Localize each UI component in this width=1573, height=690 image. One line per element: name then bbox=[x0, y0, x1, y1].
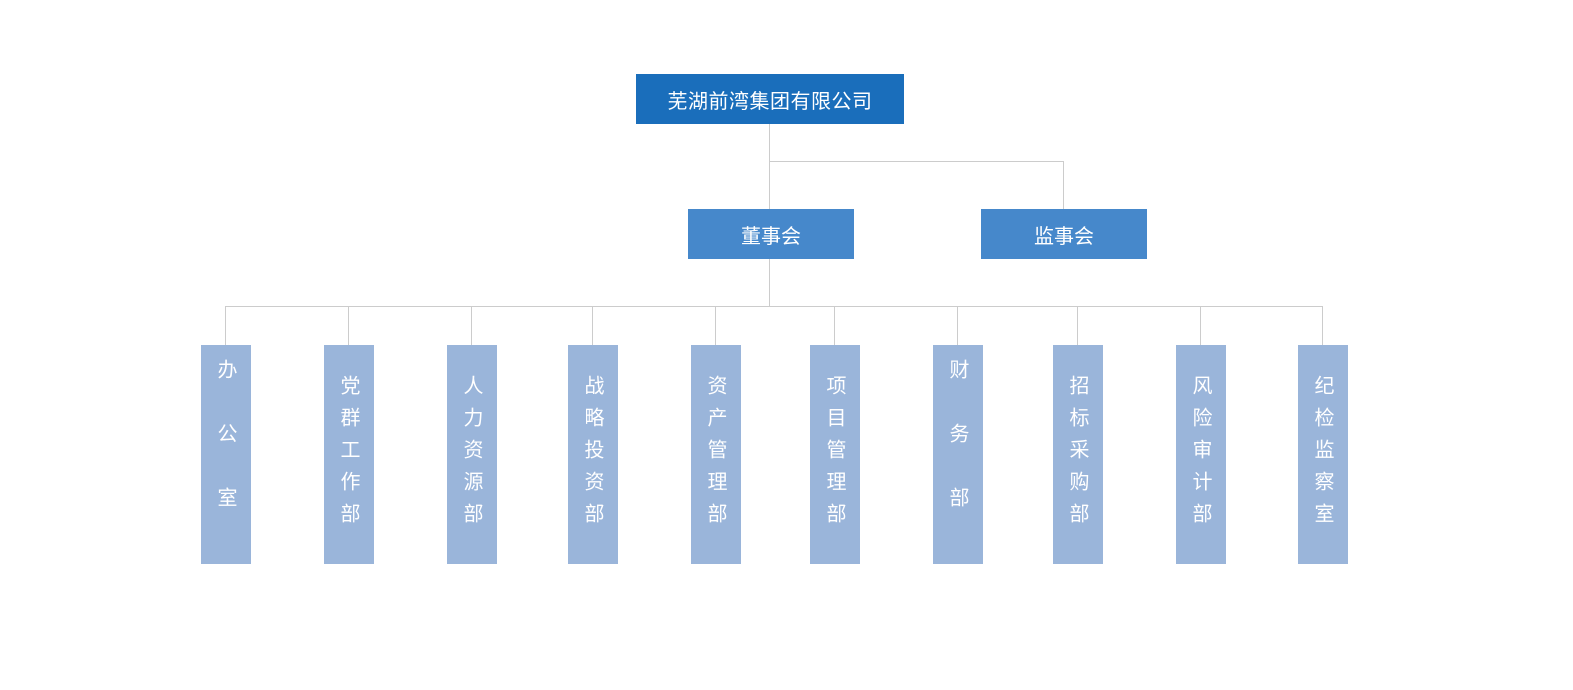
department-label-7: 招标采购部 bbox=[1066, 374, 1090, 535]
department-label-6: 财务部 bbox=[946, 358, 970, 551]
department-label-2: 人力资源部 bbox=[460, 374, 484, 535]
board-of-directors-label: 董事会 bbox=[741, 223, 801, 248]
connector-dept-4 bbox=[715, 306, 716, 345]
board-of-directors-node: 董事会 bbox=[688, 209, 854, 259]
department-label-1: 党群工作部 bbox=[337, 374, 361, 535]
connector-level2-horizontal bbox=[769, 161, 1064, 162]
department-label-8: 风险审计部 bbox=[1189, 374, 1213, 535]
department-label-3: 战略投资部 bbox=[581, 374, 605, 535]
department-node-1: 党群工作部 bbox=[324, 345, 374, 564]
department-node-6: 财务部 bbox=[933, 345, 983, 564]
connector-departments-horizontal bbox=[225, 306, 1323, 307]
board-of-supervisors-label: 监事会 bbox=[1034, 223, 1094, 248]
department-node-3: 战略投资部 bbox=[568, 345, 618, 564]
connector-to-supervisory bbox=[1063, 161, 1064, 209]
root-node: 芜湖前湾集团有限公司 bbox=[636, 74, 904, 124]
connector-dept-1 bbox=[348, 306, 349, 345]
department-label-5: 项目管理部 bbox=[823, 374, 847, 535]
connector-dept-6 bbox=[957, 306, 958, 345]
department-label-9: 纪检监察室 bbox=[1311, 374, 1335, 535]
department-node-7: 招标采购部 bbox=[1053, 345, 1103, 564]
connector-dept-0 bbox=[225, 306, 226, 345]
department-label-4: 资产管理部 bbox=[704, 374, 728, 535]
connector-dept-5 bbox=[834, 306, 835, 345]
connector-dept-9 bbox=[1322, 306, 1323, 345]
connector-dept-8 bbox=[1200, 306, 1201, 345]
department-label-0: 办公室 bbox=[214, 358, 238, 551]
connector-to-board bbox=[769, 161, 770, 209]
department-node-9: 纪检监察室 bbox=[1298, 345, 1348, 564]
department-node-4: 资产管理部 bbox=[691, 345, 741, 564]
department-node-2: 人力资源部 bbox=[447, 345, 497, 564]
connector-root-down bbox=[769, 124, 770, 162]
connector-board-down bbox=[769, 259, 770, 306]
department-node-5: 项目管理部 bbox=[810, 345, 860, 564]
connector-dept-7 bbox=[1077, 306, 1078, 345]
connector-dept-2 bbox=[471, 306, 472, 345]
department-node-8: 风险审计部 bbox=[1176, 345, 1226, 564]
root-node-label: 芜湖前湾集团有限公司 bbox=[667, 88, 873, 113]
board-of-supervisors-node: 监事会 bbox=[981, 209, 1147, 259]
connector-dept-3 bbox=[592, 306, 593, 345]
department-node-0: 办公室 bbox=[201, 345, 251, 564]
